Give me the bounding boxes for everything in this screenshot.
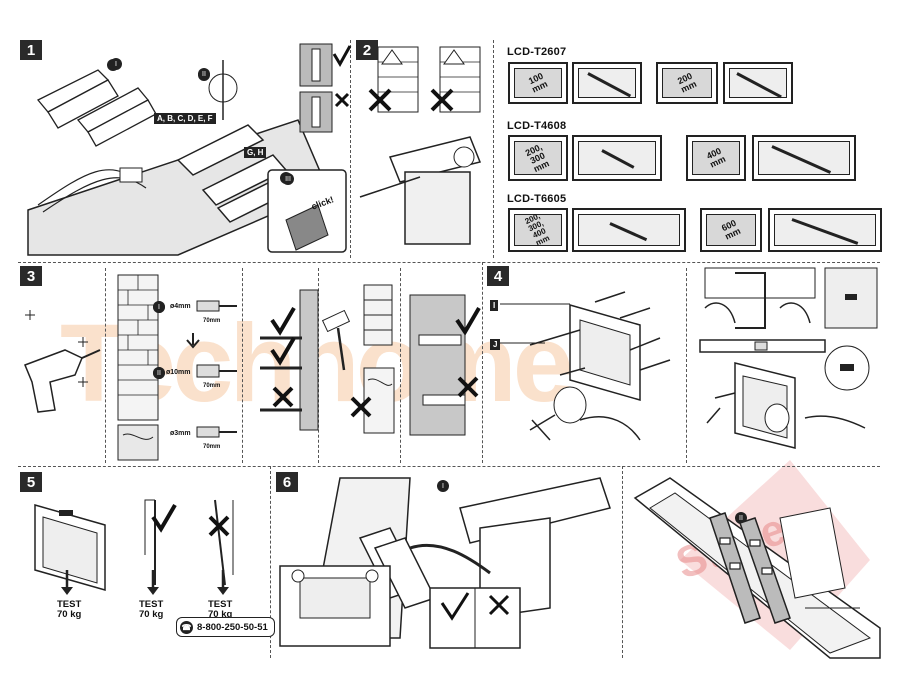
anchor-check-illustration bbox=[260, 289, 319, 431]
test-weight: 70 kg bbox=[139, 609, 164, 620]
tv-bracket-closeup-illustration bbox=[633, 477, 881, 659]
vesa-size-label: 200, 300, 400 mm bbox=[523, 211, 552, 248]
mount-plate-diagram bbox=[572, 62, 642, 104]
divider bbox=[400, 268, 401, 463]
vesa-size-label: 200, 300 mm bbox=[523, 141, 551, 174]
drill-bit-diagram bbox=[153, 300, 237, 438]
vesa-size-label: 400 mm bbox=[704, 145, 728, 170]
level-check-illustration bbox=[699, 267, 878, 449]
test-line: TEST bbox=[57, 599, 82, 610]
screw-check-panel bbox=[299, 43, 352, 133]
divider bbox=[350, 40, 351, 258]
drill-size-label: ø10mm bbox=[166, 369, 191, 376]
test-weight: 70 kg bbox=[208, 609, 233, 620]
drill-size-label: ø3mm bbox=[170, 430, 191, 437]
substep-marker: I bbox=[153, 301, 165, 313]
mount-plate-diagram bbox=[572, 208, 686, 252]
step-number-5: 5 bbox=[20, 472, 42, 492]
wall-plate-mount-illustration bbox=[500, 291, 671, 441]
model-name: LCD-T6605 bbox=[507, 193, 567, 205]
anchor-plug-check-illustration bbox=[409, 294, 481, 436]
load-test-label: TEST 70 kg bbox=[57, 600, 81, 620]
test-weight: 70 kg bbox=[57, 609, 82, 620]
tv-hanging-illustration bbox=[279, 477, 611, 649]
vesa-size-label: 200 mm bbox=[675, 70, 699, 95]
test-line: TEST bbox=[208, 599, 233, 610]
load-test-label: TEST 70 kg bbox=[139, 600, 163, 620]
divider bbox=[18, 262, 880, 263]
mount-plate-diagram bbox=[752, 135, 856, 181]
vesa-size-box: 600 mm bbox=[700, 208, 762, 252]
divider bbox=[686, 268, 687, 463]
step-number-1: 1 bbox=[20, 40, 42, 60]
vesa-size-label: 100 mm bbox=[526, 70, 550, 95]
divider bbox=[18, 466, 880, 467]
bracket-label: G, H bbox=[244, 147, 267, 158]
model-name: LCD-T4608 bbox=[507, 120, 567, 132]
substep-marker: II bbox=[153, 367, 165, 379]
wall-check-illustration bbox=[359, 46, 482, 245]
substep-iii-marker: III bbox=[282, 173, 294, 185]
test-line: TEST bbox=[139, 599, 164, 610]
phone-icon: ☎ bbox=[180, 620, 193, 634]
mount-plate-diagram bbox=[572, 135, 662, 181]
screw-set-label: A, B, C, D, E, F bbox=[154, 113, 216, 124]
vesa-size-box: 200, 300, 400 mm bbox=[508, 208, 568, 252]
substep-ii-marker: II bbox=[198, 68, 210, 80]
divider bbox=[270, 466, 271, 658]
divider bbox=[493, 40, 494, 258]
part-label: J bbox=[490, 339, 501, 350]
vesa-size-box: 200 mm bbox=[656, 62, 718, 104]
vesa-size-label: 600 mm bbox=[719, 217, 743, 242]
divider bbox=[622, 466, 623, 658]
divider bbox=[105, 268, 106, 463]
model-name: LCD-T2607 bbox=[507, 46, 567, 58]
substep-i-marker: I bbox=[437, 480, 449, 492]
drill-depth-label: 70mm bbox=[203, 383, 221, 389]
step-number-3: 3 bbox=[20, 266, 42, 286]
drill-illustration bbox=[24, 310, 101, 413]
vesa-size-box: 400 mm bbox=[686, 135, 746, 181]
divider bbox=[482, 262, 483, 463]
step-number-6: 6 bbox=[276, 472, 298, 492]
part-label: I bbox=[490, 300, 499, 311]
mount-plate-diagram bbox=[723, 62, 793, 104]
drill-depth-label: 70mm bbox=[203, 444, 221, 450]
hammer-illustration bbox=[321, 284, 395, 434]
step-number-2: 2 bbox=[356, 40, 378, 60]
load-test-label: TEST 70 kg bbox=[208, 600, 232, 620]
step-number-4: 4 bbox=[487, 266, 509, 286]
tv-back-panel-illustration bbox=[27, 59, 347, 256]
vesa-size-box: 100 mm bbox=[508, 62, 568, 104]
drill-size-label: ø4mm bbox=[170, 303, 191, 310]
phone-number: 8-800-250-50-51 bbox=[197, 621, 268, 633]
load-test-illustration bbox=[34, 499, 234, 595]
drill-depth-label: 70mm bbox=[203, 318, 221, 324]
vesa-size-box: 200, 300 mm bbox=[508, 135, 568, 181]
brick-wall-illustration bbox=[117, 274, 159, 461]
divider bbox=[242, 268, 243, 463]
support-phone: ☎ 8-800-250-50-51 bbox=[176, 617, 275, 637]
substep-i-marker: I bbox=[110, 58, 122, 70]
mount-plate-diagram bbox=[768, 208, 882, 252]
